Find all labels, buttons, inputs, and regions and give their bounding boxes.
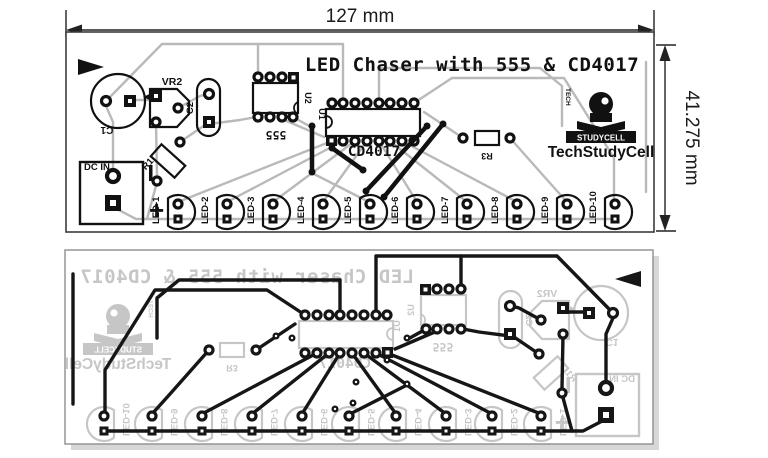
bottom-board-view xyxy=(63,249,659,450)
dimension-height: 41.275 mm xyxy=(656,44,702,232)
top-board-view xyxy=(65,31,656,233)
dimension-width: 127 mm xyxy=(65,6,655,36)
height-dimension-label: 41.275 mm xyxy=(681,90,702,185)
width-dimension-label: 127 mm xyxy=(326,6,395,27)
